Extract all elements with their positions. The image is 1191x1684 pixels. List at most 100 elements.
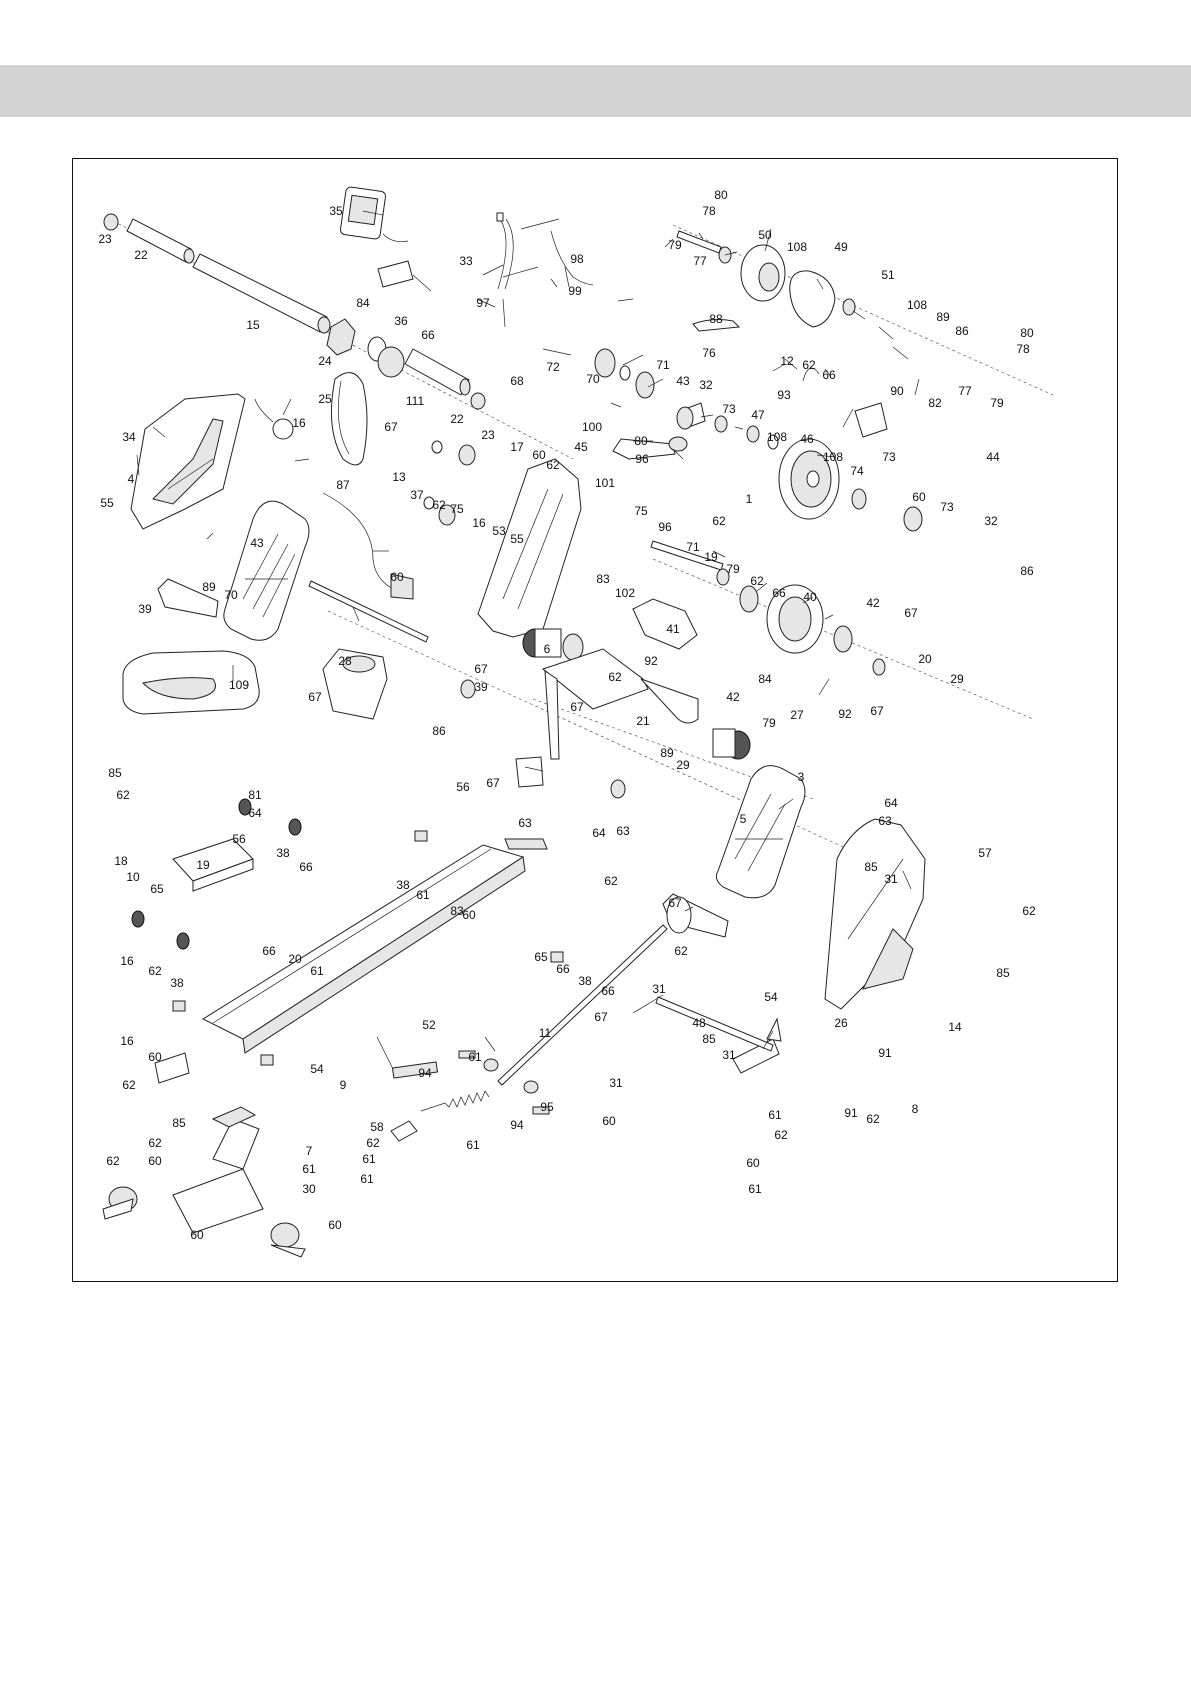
part-label: 86 <box>955 324 969 338</box>
part-label: 17 <box>510 440 524 454</box>
part-label: 63 <box>878 814 892 828</box>
wheel-38 <box>131 798 302 950</box>
part-label: 94 <box>418 1066 432 1080</box>
part-label: 99 <box>568 284 582 298</box>
roller-109 <box>562 633 584 661</box>
part-label: 62 <box>674 944 688 958</box>
part-label: 75 <box>634 504 648 518</box>
part-label: 60 <box>328 1218 342 1232</box>
part-label: 38 <box>170 976 184 990</box>
part-label: 73 <box>882 450 896 464</box>
part-label: 46 <box>800 432 814 446</box>
part-label: 71 <box>686 540 700 554</box>
washer-91 <box>483 1058 539 1094</box>
part-label: 22 <box>450 412 464 426</box>
part-label: 31 <box>609 1076 623 1090</box>
part-label: 62 <box>546 458 560 472</box>
part-label: 111 <box>405 394 425 408</box>
part-label: 62 <box>148 1136 162 1150</box>
rail-48 <box>201 844 526 1054</box>
part-label: 62 <box>106 1154 120 1168</box>
part-label: 7 <box>305 1144 313 1158</box>
part-label: 16 <box>120 954 134 968</box>
part-label: 1 <box>745 492 753 506</box>
end-cap-31 <box>172 830 564 1066</box>
part-label: 13 <box>392 470 406 484</box>
part-label: 50 <box>758 228 772 242</box>
sensor-cable-102 <box>322 492 414 600</box>
part-label: 61 <box>310 964 324 978</box>
part-label: 42 <box>726 690 740 704</box>
roller-29a <box>522 628 562 658</box>
cable-99 <box>550 230 594 288</box>
part-label: 19 <box>704 550 718 564</box>
part-label: 62 <box>366 1136 380 1150</box>
bracket-24 <box>326 318 356 356</box>
part-label: 97 <box>476 296 490 310</box>
part-label: 23 <box>481 428 495 442</box>
pulley-stack <box>423 440 476 526</box>
part-label: 60 <box>190 1228 204 1242</box>
part-label: 98 <box>570 252 584 266</box>
bracket-10 <box>172 838 254 892</box>
part-label: 16 <box>472 516 486 530</box>
part-label: 5 <box>739 812 747 826</box>
part-label: 34 <box>122 430 136 444</box>
part-label: 66 <box>262 944 276 958</box>
part-label: 9 <box>339 1078 347 1092</box>
part-label: 82 <box>928 396 942 410</box>
part-label: 16 <box>292 416 306 430</box>
part-label: 24 <box>318 354 332 368</box>
part-label: 21 <box>636 714 650 728</box>
part-label: 61 <box>302 1162 316 1176</box>
part-label: 78 <box>1016 342 1030 356</box>
part-label: 38 <box>276 846 290 860</box>
part-label: 70 <box>224 588 238 602</box>
roller-22a <box>126 218 195 264</box>
part-label: 75 <box>450 502 464 516</box>
hub-71-32 <box>594 348 655 399</box>
part-label: 39 <box>474 680 488 694</box>
part-label: 3 <box>797 770 805 784</box>
magnet-bracket-34 <box>854 402 888 438</box>
pulley-39-41 <box>739 584 853 654</box>
part-label: 85 <box>108 766 122 780</box>
part-label: 61 <box>360 1172 374 1186</box>
part-label: 61 <box>466 1138 480 1152</box>
pulley-111 <box>367 336 405 378</box>
part-label: 101 <box>594 476 616 490</box>
part-label: 67 <box>904 606 918 620</box>
part-label: 71 <box>656 358 670 372</box>
part-label: 15 <box>246 318 260 332</box>
part-label: 62 <box>712 514 726 528</box>
part-label: 31 <box>722 1048 736 1062</box>
part-label: 53 <box>492 524 506 538</box>
bracket-11 <box>732 1017 782 1074</box>
cover-28 <box>632 598 698 650</box>
part-label: 60 <box>462 908 476 922</box>
part-label: 86 <box>1020 564 1034 578</box>
part-label: 14 <box>948 1020 962 1034</box>
part-label: 31 <box>652 982 666 996</box>
part-label: 10 <box>126 870 140 884</box>
part-label: 95 <box>540 1100 554 1114</box>
part-label: 108 <box>766 430 788 444</box>
brake-arm-12 <box>692 319 741 332</box>
part-label: 39 <box>138 602 152 616</box>
part-label: 35 <box>329 204 343 218</box>
part-label: 80 <box>1020 326 1034 340</box>
part-label: 79 <box>668 238 682 252</box>
roller-56 <box>460 679 626 799</box>
part-label: 38 <box>396 878 410 892</box>
part-label: 83 <box>596 572 610 586</box>
part-label: 73 <box>722 402 736 416</box>
pad-57 <box>504 838 548 850</box>
part-label: 62 <box>1022 904 1036 918</box>
part-label: 51 <box>881 268 895 282</box>
part-label: 79 <box>990 396 1004 410</box>
part-label: 72 <box>546 360 560 374</box>
part-label: 66 <box>772 586 786 600</box>
part-label: 67 <box>308 690 322 704</box>
part-label: 60 <box>912 490 926 504</box>
part-label: 8 <box>911 1102 919 1116</box>
